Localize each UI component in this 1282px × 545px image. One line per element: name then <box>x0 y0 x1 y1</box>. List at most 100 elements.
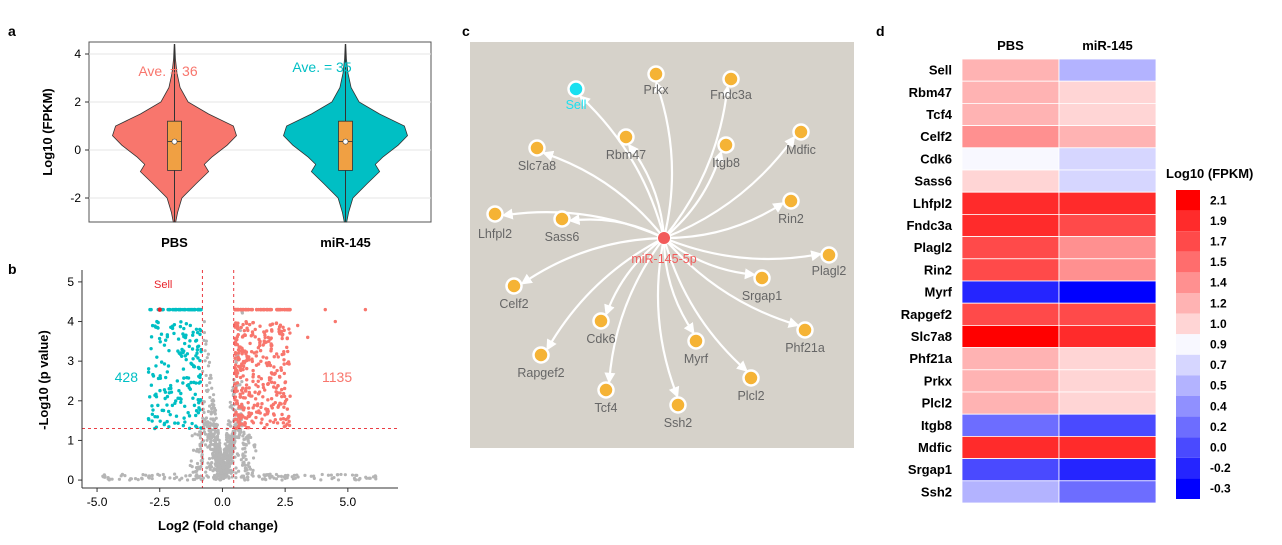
volcano-point-down <box>185 352 190 356</box>
volcano-point-up <box>275 421 280 425</box>
volcano-point-ns <box>225 470 229 474</box>
volcano-point-up <box>266 382 270 386</box>
heatmap-row-label: Prkx <box>924 373 953 388</box>
violin-x-tick-label: miR-145 <box>320 235 371 250</box>
volcano-point-down <box>179 320 183 324</box>
network-node-mdfic <box>792 123 810 141</box>
volcano-point-down <box>173 401 177 406</box>
heatmap-legend-swatch <box>1176 210 1200 232</box>
volcano-point-down <box>181 332 185 336</box>
volcano-point-up <box>281 325 285 330</box>
volcano-point-up <box>242 328 247 333</box>
volcano-point-up <box>286 349 290 354</box>
volcano-point-down <box>172 331 176 336</box>
volcano-point-up <box>244 350 249 354</box>
volcano-point-down <box>186 411 190 415</box>
heatmap-row-label: Cdk6 <box>920 151 952 166</box>
volcano-point-up <box>254 307 259 312</box>
volcano-point-ns <box>193 432 197 436</box>
volcano-point-ns <box>216 468 220 472</box>
volcano-point-down <box>165 394 170 399</box>
volcano-point-up <box>249 307 253 312</box>
heatmap-column-label: miR-145 <box>1082 38 1133 53</box>
volcano-point-up <box>249 349 254 354</box>
volcano-point-up <box>281 332 285 337</box>
volcano-point-ns <box>303 473 307 477</box>
volcano-point-ns <box>203 349 207 353</box>
volcano-point-up <box>268 307 272 312</box>
volcano-point-ns <box>240 463 245 467</box>
volcano-point-up <box>282 386 287 391</box>
network-node-sass6 <box>553 210 571 228</box>
volcano-point-ns <box>207 404 212 408</box>
volcano-point-down <box>159 360 164 364</box>
network-edge-sass6 <box>568 214 665 239</box>
volcano-point-up <box>256 384 260 389</box>
volcano-point-ns <box>205 356 209 360</box>
volcano-point-up <box>243 396 247 400</box>
volcano-point-ns <box>242 443 246 447</box>
volcano-point-ns <box>227 446 231 450</box>
volcano-point-ns <box>253 443 257 447</box>
volcano-point-ns <box>209 447 213 452</box>
network-node-tcf4 <box>597 381 615 399</box>
violin-y-tick-label: 0 <box>74 143 81 157</box>
volcano-point-ns <box>197 450 201 454</box>
volcano-point-up <box>258 343 262 348</box>
heatmap-row-label: Plagl2 <box>914 240 952 255</box>
volcano-point-ns <box>233 455 237 459</box>
volcano-point-ns <box>212 434 216 438</box>
volcano-point-ns <box>210 407 214 411</box>
network-edge-itgb8 <box>663 150 724 239</box>
volcano-point-down <box>191 333 195 337</box>
volcano-point-ns <box>225 427 229 431</box>
heatmap-legend-tick-label: 0.2 <box>1210 420 1227 434</box>
volcano-point-down <box>198 408 202 412</box>
volcano-point-down <box>147 417 151 422</box>
volcano-point-down <box>163 396 167 401</box>
volcano-point-up <box>278 391 282 395</box>
volcano-point-ns <box>191 448 196 452</box>
heatmap-row-label: Itgb8 <box>921 418 952 433</box>
volcano-point-up <box>244 383 249 387</box>
volcano-point-ns <box>162 477 166 481</box>
volcano-point-down <box>199 307 203 312</box>
volcano-point-down <box>183 404 187 408</box>
volcano-point-ns <box>224 433 229 437</box>
volcano-point-ns <box>213 408 218 412</box>
heatmap-legend-swatch <box>1176 478 1200 499</box>
volcano-point-down <box>193 392 197 397</box>
violin-box-pbs <box>167 120 182 171</box>
volcano-point-ns <box>141 473 145 477</box>
volcano-point-up <box>260 402 264 406</box>
volcano-point-up <box>254 354 258 358</box>
volcano-point-ns <box>242 460 246 464</box>
violin-box-mir-145 <box>338 120 353 171</box>
volcano-point-down <box>191 396 195 400</box>
volcano-point-down <box>195 351 199 355</box>
volcano-point-ns <box>234 475 238 480</box>
network-node-fndc3a <box>722 70 740 88</box>
volcano-point-up <box>242 361 247 365</box>
network-edge-plcl2 <box>662 237 748 372</box>
volcano-point-up <box>259 421 263 425</box>
volcano-point-ns <box>279 474 283 479</box>
volcano-point-ns <box>214 453 218 457</box>
volcano-point-ns <box>365 476 369 480</box>
volcano-point-ns <box>247 433 251 437</box>
network-edge-celf2 <box>520 236 665 285</box>
volcano-point-ns <box>206 420 210 424</box>
violin-y-axis-label: Log10 (FPKM) <box>40 88 55 175</box>
volcano-point-up <box>272 355 276 359</box>
volcano-point-down <box>158 419 162 423</box>
volcano-point-ns <box>211 452 215 456</box>
volcano-point-up <box>287 327 291 331</box>
volcano-point-ns <box>326 473 331 477</box>
volcano-point-down <box>167 387 171 391</box>
volcano-point-up <box>241 391 245 395</box>
heatmap-cell-mdfic-pbs <box>961 435 1060 459</box>
volcano-point-up <box>233 356 237 360</box>
volcano-point-ns <box>350 473 355 477</box>
